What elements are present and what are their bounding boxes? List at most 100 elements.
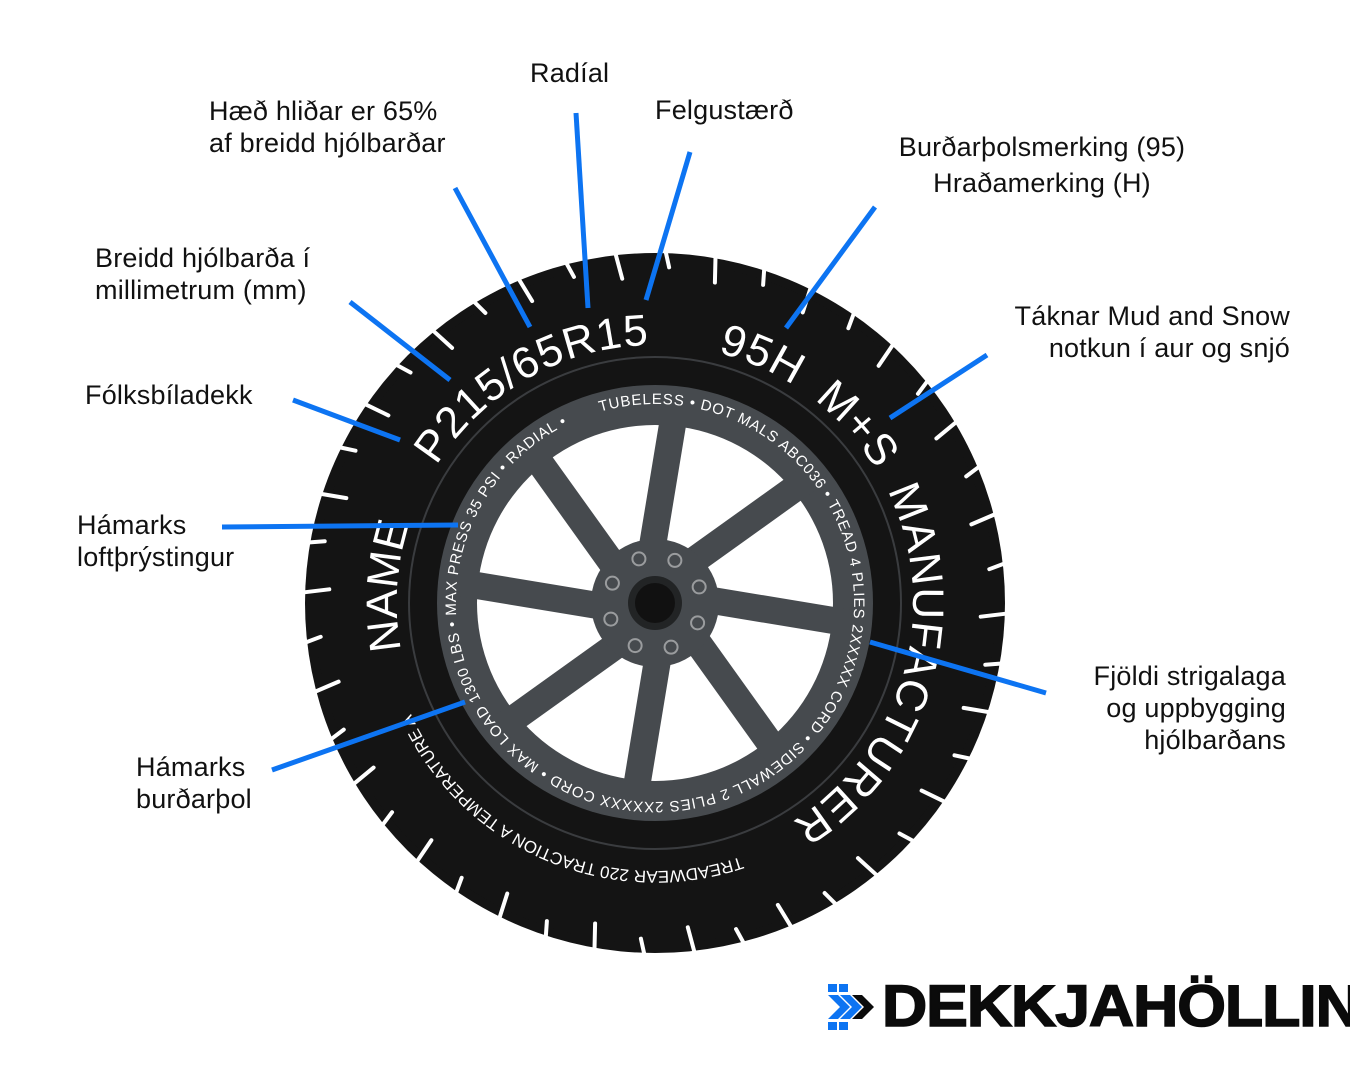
tread-groove (328, 727, 346, 742)
label-line: Burðarþolsmerking (95) (898, 132, 1186, 162)
lug-bolt (631, 551, 647, 567)
tread-groove (301, 587, 332, 595)
tread-groove (934, 419, 959, 441)
spoke (692, 584, 857, 638)
tread-groove (318, 491, 349, 501)
tread-groove (855, 856, 880, 878)
spoke (675, 619, 792, 767)
label-line: Felgustærð (655, 95, 794, 125)
callout-line-passenger (292, 397, 401, 443)
label-line: af breidd hjólbarðar (209, 128, 446, 158)
tread-groove (543, 919, 549, 940)
tread-groove (775, 902, 794, 930)
callout-line-mud-snow (888, 352, 989, 421)
label-line: burðarþol (136, 784, 252, 814)
tread-groove (362, 401, 391, 418)
label-aspect-ratio: Hæð hliðar er 65%af breidd hjólbarðar (209, 95, 446, 159)
label-line: Fjöldi strigalaga (1093, 661, 1286, 691)
label-rim-size: Felgustærð (655, 94, 794, 126)
label-line: Radíal (530, 58, 610, 88)
label-line: hjólbarðans (1144, 725, 1286, 755)
label-line: Hraðamerking (H) (933, 168, 1151, 198)
tread-groove (663, 249, 672, 270)
spoke (518, 439, 635, 587)
tread-groove (430, 328, 455, 350)
tread-groove (983, 661, 1004, 667)
lug-bolts (603, 551, 707, 655)
tread-groove (961, 705, 992, 715)
tread-groove (978, 611, 1009, 619)
label-passenger: Fólksbíladekk (85, 379, 253, 411)
sidewall-line (408, 356, 902, 850)
label-radial: Radíal (530, 57, 609, 89)
center-bore (635, 583, 675, 623)
callout-line-radial (573, 112, 591, 309)
lug-bolt (627, 638, 643, 654)
tread-groove (613, 251, 625, 281)
callout-lines (221, 112, 1047, 773)
tread-groove (564, 260, 576, 279)
tread-groove (303, 634, 323, 645)
callout-line-aspect-ratio (452, 186, 533, 329)
wheel-spokes (453, 401, 857, 805)
tread-groove (414, 838, 434, 864)
tread-groove (846, 310, 857, 331)
tread-groove (761, 266, 767, 287)
tread-groove (312, 679, 341, 694)
tread-grooves (301, 249, 1009, 957)
tread-groove (394, 362, 413, 375)
tread-groove (822, 891, 839, 907)
tread-groove (897, 831, 916, 844)
tread-groove (987, 561, 1007, 572)
label-load-speed: Burðarþolsmerking (95) Hraðamerking (H) (872, 129, 1212, 201)
label-line: millimetrum (mm) (95, 275, 307, 305)
tread-groove (380, 810, 395, 828)
callout-line-max-pressure (221, 522, 459, 530)
tread-groove (638, 936, 647, 957)
spoke (671, 466, 819, 583)
callout-line-load-speed (783, 205, 878, 330)
logo-text: DEKKJAHÖLLIN (881, 974, 1350, 1039)
label-line: loftþrýstingur (77, 542, 235, 572)
tread-groove (516, 276, 535, 304)
lug-bolt (691, 579, 707, 595)
lug-bolt (603, 611, 619, 627)
label-line: Hámarks (77, 510, 187, 540)
lug-bolt (667, 552, 683, 568)
spoke (620, 640, 674, 805)
tread-groove (876, 342, 896, 368)
callout-line-width (348, 300, 452, 382)
tread-groove (497, 891, 510, 921)
label-line: Fólksbíladekk (85, 380, 253, 410)
callout-line-max-load (271, 699, 466, 773)
brand-logo: DEKKJAHÖLLIN (828, 977, 1350, 1036)
label-line: notkun í aur og snjó (1048, 333, 1290, 363)
spoke (453, 568, 618, 622)
tread-groove (453, 875, 464, 896)
label-line: og uppbygging (1106, 693, 1286, 723)
tread-groove (964, 464, 982, 479)
tread-groove (712, 254, 718, 285)
lug-bolt (604, 575, 620, 591)
spoke (636, 401, 690, 566)
lug-bolt (690, 615, 706, 631)
chevron-logo-icon (828, 984, 874, 1030)
label-line: Breidd hjólbarða í (95, 243, 311, 273)
tread-groove (919, 788, 948, 805)
label-line: Hámarks (136, 752, 246, 782)
tread-groove (306, 539, 327, 545)
tread-groove (734, 927, 746, 946)
tread-groove (351, 765, 376, 787)
callout-line-rim-size (643, 151, 693, 301)
callout-line-plies (869, 639, 1047, 696)
tread-groove (337, 445, 358, 453)
tread-groove (592, 921, 598, 952)
tread-groove (952, 753, 973, 761)
spoke (491, 623, 639, 740)
